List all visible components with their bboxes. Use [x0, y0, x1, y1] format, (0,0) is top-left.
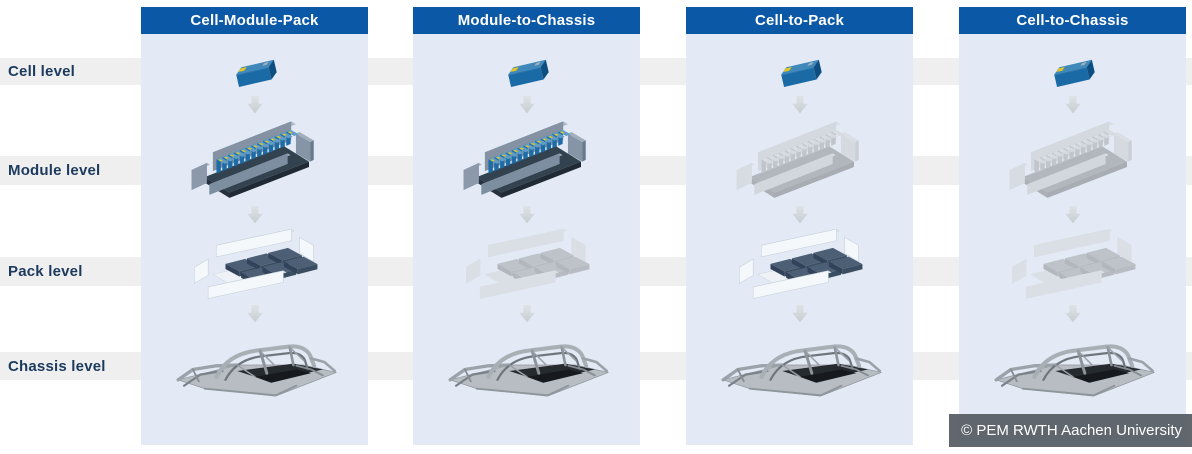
- down-arrow-icon: [791, 96, 808, 114]
- vehicle-chassis-icon: [982, 334, 1163, 402]
- concept-column-cell-to-pack: Cell-to-Pack: [686, 7, 913, 445]
- battery-pack-icon: [188, 221, 321, 302]
- battery-pack-icon: [1006, 221, 1139, 302]
- row-label-module-level: Module level: [8, 162, 101, 179]
- concept-column-cell-to-chassis: Cell-to-Chassis: [959, 7, 1186, 445]
- column-header: Cell-to-Pack: [686, 7, 913, 34]
- credit-badge: © PEM RWTH Aachen University: [949, 414, 1192, 447]
- concept-column-cell-module-pack: Cell-Module-Pack: [141, 7, 368, 445]
- down-arrow-icon: [246, 305, 263, 323]
- battery-pack-icon: [460, 221, 593, 302]
- column-body: [686, 34, 913, 445]
- battery-pack-icon: [733, 221, 866, 302]
- row-label-pack-level: Pack level: [8, 263, 83, 280]
- battery-cell-icon: [1043, 52, 1103, 94]
- column-header: Cell-Module-Pack: [141, 7, 368, 34]
- column-body: [413, 34, 640, 445]
- battery-module-icon: [458, 116, 595, 205]
- column-body: [141, 34, 368, 445]
- battery-module-icon: [1004, 116, 1141, 205]
- down-arrow-icon: [246, 96, 263, 114]
- down-arrow-icon: [791, 305, 808, 323]
- down-arrow-icon: [1064, 96, 1081, 114]
- down-arrow-icon: [518, 305, 535, 323]
- column-header: Module-to-Chassis: [413, 7, 640, 34]
- row-label-cell-level: Cell level: [8, 63, 76, 80]
- down-arrow-icon: [1064, 305, 1081, 323]
- down-arrow-icon: [518, 96, 535, 114]
- battery-cell-icon: [497, 52, 557, 94]
- battery-module-icon: [186, 116, 323, 205]
- battery-cell-icon: [225, 52, 285, 94]
- battery-cell-icon: [770, 52, 830, 94]
- battery-module-icon: [731, 116, 868, 205]
- concept-column-module-to-chassis: Module-to-Chassis: [413, 7, 640, 445]
- row-label-chassis-level: Chassis level: [8, 357, 106, 375]
- vehicle-chassis-icon: [709, 334, 890, 402]
- vehicle-chassis-icon: [436, 334, 617, 402]
- vehicle-chassis-icon: [164, 334, 345, 402]
- column-body: [959, 34, 1186, 445]
- column-header: Cell-to-Chassis: [959, 7, 1186, 34]
